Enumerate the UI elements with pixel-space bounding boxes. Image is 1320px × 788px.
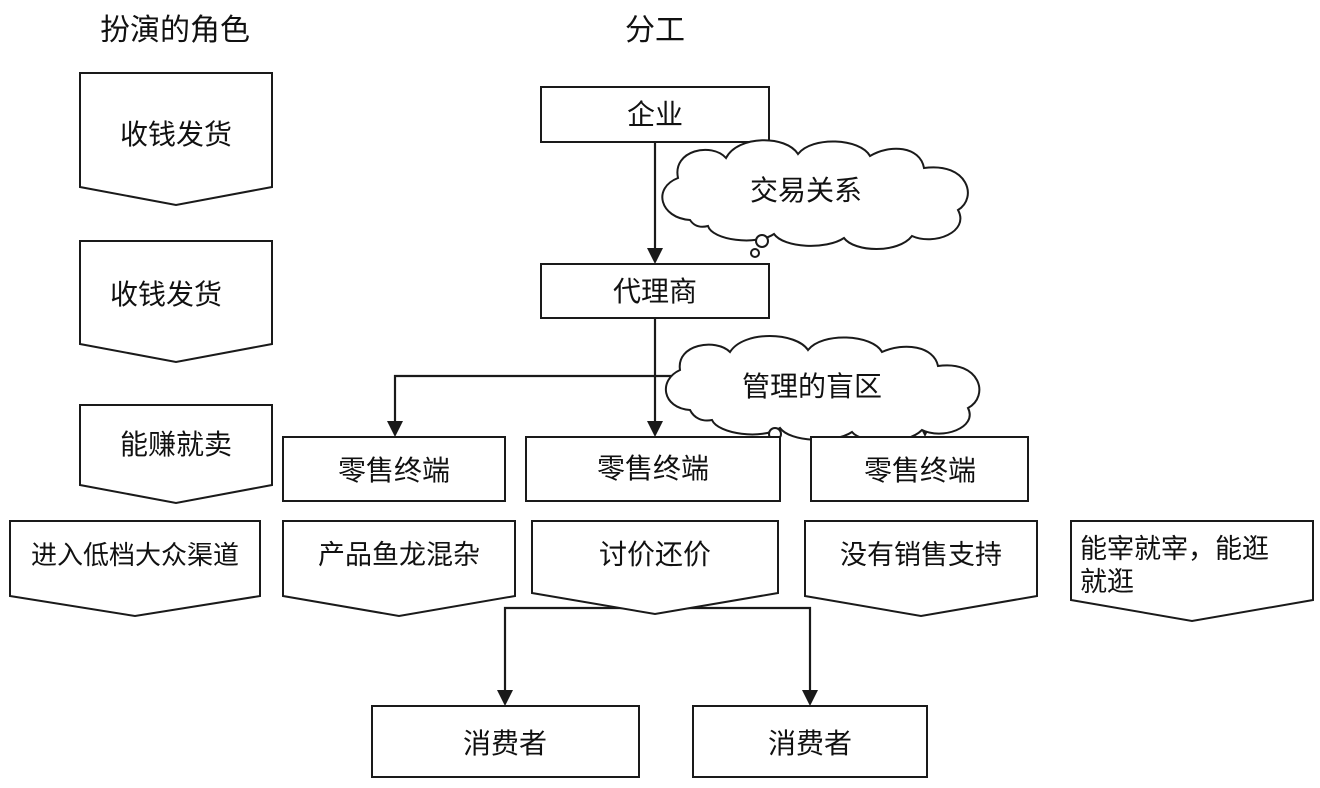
consumer-left-label: 消费者 xyxy=(463,727,547,760)
bottom-role-1: 进入低档大众渠道 xyxy=(9,520,261,618)
bottom-role-4-label: 没有销售支持 xyxy=(840,540,1002,571)
line-bargain-consumer-right xyxy=(655,606,812,692)
retail-box-center: 零售终端 xyxy=(525,436,781,502)
consumer-right-label: 消费者 xyxy=(768,727,852,760)
bottom-role-2: 产品鱼龙混杂 xyxy=(282,520,516,618)
bottom-role-1-label: 进入低档大众渠道 xyxy=(31,541,239,571)
left-role-1-label: 收钱发货 xyxy=(120,118,232,151)
bottom-role-5: 能宰就宰，能逛 就逛 xyxy=(1070,520,1314,623)
cloud-blind: 管理的盲区 xyxy=(664,335,981,451)
retail-left-label: 零售终端 xyxy=(338,454,450,487)
cloud-trade-bubble-2 xyxy=(750,248,760,258)
agent-box: 代理商 xyxy=(540,263,770,319)
cloud-trade: 交易关系 xyxy=(661,139,969,258)
retail-box-left: 零售终端 xyxy=(282,436,506,502)
arrow-head-retail-left xyxy=(387,421,403,437)
cloud-blind-label: 管理的盲区 xyxy=(742,370,882,403)
line-agent-retail-left xyxy=(393,374,655,423)
left-role-2: 收钱发货 xyxy=(79,240,273,364)
consumer-box-right: 消费者 xyxy=(692,705,928,778)
bottom-role-2-label: 产品鱼龙混杂 xyxy=(318,540,480,571)
consumer-box-left: 消费者 xyxy=(371,705,640,778)
line-bargain-consumer-left xyxy=(503,606,657,692)
bottom-role-3: 讨价还价 xyxy=(531,520,779,616)
bottom-role-5-line-1: 能宰就宰，能逛 xyxy=(1080,534,1269,565)
header-division: 分工 xyxy=(625,13,685,48)
arrow-head-consumer-right xyxy=(802,690,818,706)
arrow-head-retail-center xyxy=(647,421,663,437)
left-role-1: 收钱发货 xyxy=(79,72,273,207)
cloud-trade-label: 交易关系 xyxy=(750,174,862,207)
left-role-3-label: 能赚就卖 xyxy=(120,428,232,461)
retail-center-label: 零售终端 xyxy=(597,452,709,485)
left-role-3: 能赚就卖 xyxy=(79,404,273,505)
arrow-head-agent xyxy=(647,248,663,264)
retail-box-right: 零售终端 xyxy=(810,436,1029,502)
enterprise-box: 企业 xyxy=(540,86,770,143)
bottom-role-4: 没有销售支持 xyxy=(804,520,1038,618)
retail-right-label: 零售终端 xyxy=(864,454,976,487)
enterprise-label: 企业 xyxy=(627,98,683,131)
agent-label: 代理商 xyxy=(613,275,697,308)
bottom-role-5-line-2: 就逛 xyxy=(1080,567,1134,598)
cloud-trade-bubble-1 xyxy=(755,234,769,248)
arrow-head-consumer-left xyxy=(497,690,513,706)
header-role: 扮演的角色 xyxy=(100,13,250,48)
bottom-role-3-label: 讨价还价 xyxy=(599,538,711,571)
left-role-2-label: 收钱发货 xyxy=(110,278,222,311)
